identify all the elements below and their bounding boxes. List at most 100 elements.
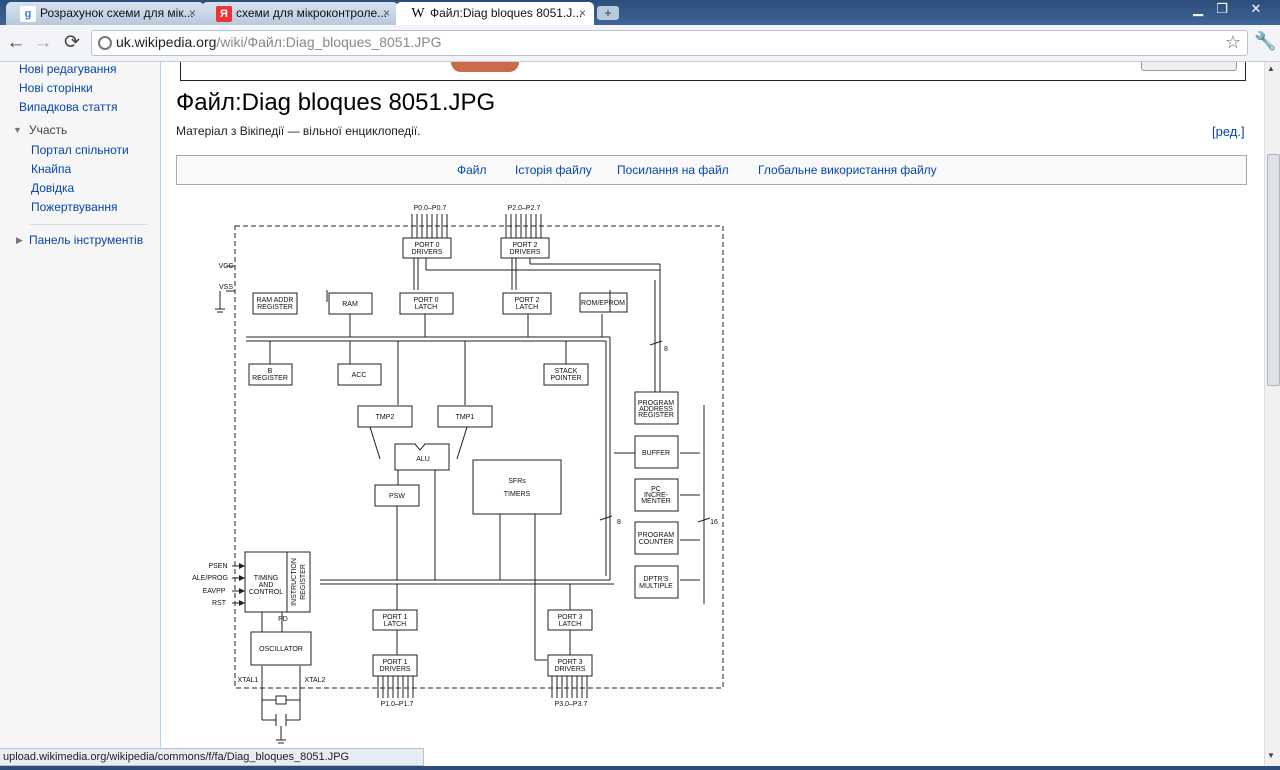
address-bar[interactable]: uk.wikipedia.org/wiki/Файл:Diag_bloques_… (91, 30, 1248, 56)
new-tab-button[interactable]: + (597, 6, 619, 20)
forward-arrow-icon[interactable]: → (33, 32, 53, 53)
buffer-label: BUFFER (642, 450, 670, 457)
sidebar-link-help[interactable]: Довідка (31, 181, 75, 195)
page-scrollbar[interactable]: ▲ ▼ (1264, 62, 1280, 766)
port1-drivers-label-2: DRIVERS (379, 666, 410, 673)
p2-pins-label: P2.0–P2.7 (508, 205, 541, 212)
par-label: PROGRAM (638, 400, 674, 407)
close-tab-icon[interactable]: × (188, 6, 196, 20)
port2-latch-block (502, 292, 552, 315)
port3-latch-label-2: LATCH (559, 621, 581, 628)
port3-drivers-block (547, 654, 593, 677)
port2-drivers-block (500, 237, 550, 259)
port3-pins (551, 676, 588, 698)
port1-latch-label-2: LATCH (384, 621, 406, 628)
b-register-label: B (268, 368, 273, 375)
b-register-label-2: REGISTER (252, 375, 288, 382)
tab-title: схеми для мікроконтроле... (236, 6, 388, 20)
pc-incrementer-block (634, 478, 679, 512)
block-diagram-image[interactable]: P0.0–P0.7 P2.0–P2.7 PORT 0 DRIVERS PORT … (190, 200, 730, 750)
ram-label: RAM (342, 301, 358, 308)
timing-label-3: CONTROL (249, 589, 283, 596)
ram-addr-register-block (252, 292, 298, 315)
reload-icon[interactable]: ⟳ (64, 32, 80, 53)
p1-pins-label: P1.0–P1.7 (381, 701, 414, 708)
sidebar-section-participate[interactable]: Участь (29, 123, 68, 137)
google-favicon-icon: g (20, 6, 36, 22)
stack-pointer-label-2: POINTER (550, 375, 581, 382)
vss-label: VSS (219, 284, 233, 291)
expand-triangle-icon[interactable]: ▼ (13, 125, 22, 135)
psen-label: PSEN (208, 563, 227, 570)
pc-inc-label-3: MENTER (641, 498, 671, 505)
yandex-favicon-icon: Я (216, 6, 232, 22)
stack-pointer-block (543, 363, 589, 386)
sidebar-link-donate[interactable]: Пожертвування (31, 200, 118, 214)
tab-file-history[interactable]: Історія файлу (515, 163, 592, 177)
file-tabs-bar: Файл Історія файлу Посилання на файл Гло… (176, 155, 1247, 185)
program-address-register-block (634, 391, 679, 425)
sidebar-link-random-article[interactable]: Випадкова стаття (19, 100, 118, 114)
collapsed-triangle-icon[interactable]: ▶ (16, 235, 23, 245)
browser-tab-2[interactable]: Я схеми для мікроконтроле... × (202, 2, 398, 25)
tab-global-usage[interactable]: Глобальне використання файлу (758, 163, 937, 177)
sidebar-link-community-portal[interactable]: Портал спільноти (31, 143, 129, 157)
xtal2-label: XTAL2 (305, 677, 326, 684)
p0-pins-label: P0.0–P0.7 (414, 205, 447, 212)
port1-latch-label: PORT 1 (382, 614, 407, 621)
port1-latch-block (372, 609, 418, 631)
scroll-down-arrow-icon[interactable]: ▼ (1267, 751, 1275, 760)
close-tab-icon[interactable]: × (578, 6, 586, 20)
pc-inc-label: PC (651, 486, 661, 493)
port0-pins (411, 214, 448, 238)
sidebar-link-new-pages[interactable]: Нові сторінки (19, 81, 93, 95)
acc-label: ACC (352, 372, 367, 379)
minimize-icon[interactable]: ▁ (1193, 1, 1203, 16)
tab-title: Файл:Diag bloques 8051.J... (430, 6, 583, 20)
alu-label: ALU (416, 456, 430, 463)
tab-file-usage[interactable]: Посилання на файл (617, 163, 729, 177)
edit-link[interactable]: [ред.] (1212, 124, 1245, 139)
taskbar-edge (0, 766, 1280, 770)
ram-block (328, 292, 373, 315)
tab-title: Розрахунок схеми для мік... (40, 6, 194, 20)
maximize-icon[interactable]: ❐ (1216, 1, 1228, 16)
browser-tab-3-active[interactable]: W Файл:Diag bloques 8051.J... × (396, 2, 594, 26)
port1-drivers-block (372, 654, 418, 677)
banner-image (451, 62, 519, 72)
scrollbar-thumb[interactable] (1267, 154, 1280, 386)
xtal1-label: XTAL1 (238, 677, 259, 684)
close-tab-icon[interactable]: × (382, 6, 390, 20)
page-title: Файл:Diag bloques 8051.JPG (176, 89, 496, 116)
scroll-up-arrow-icon[interactable]: ▲ (1267, 64, 1275, 73)
tab-file[interactable]: Файл (457, 163, 487, 177)
banner-button[interactable] (1141, 62, 1237, 71)
bus-width-8-label: 8 (664, 346, 668, 353)
bookmark-star-icon[interactable]: ☆ (1224, 32, 1241, 52)
bus-width-16-label: 16 (710, 519, 718, 526)
pc-inc-label-2: INCRE- (644, 492, 669, 499)
ale-prog-label: ALE/PROG (192, 575, 228, 582)
url-domain: uk.wikipedia.org (116, 34, 217, 50)
url-path: /wiki/Файл:Diag_bloques_8051.JPG (216, 34, 442, 50)
wiki-sidebar: Нові редагування Нові сторінки Випадкова… (0, 62, 161, 770)
sidebar-section-toolbox[interactable]: Панель інструментів (29, 233, 144, 247)
sidebar-link-village-pump[interactable]: Кнайпа (31, 162, 72, 176)
close-window-icon[interactable]: ✕ (1250, 1, 1262, 16)
back-arrow-icon[interactable]: ← (6, 32, 26, 53)
port0-drivers-label: PORT 0 (414, 242, 439, 249)
address-url[interactable]: uk.wikipedia.org/wiki/Файл:Diag_bloques_… (116, 34, 441, 50)
psw-block (374, 484, 420, 507)
sidebar-link-recent-changes[interactable]: Нові редагування (19, 62, 117, 76)
instruction-label: INSTRUCTION (291, 558, 298, 606)
wrench-menu-icon[interactable]: 🔧 (1254, 31, 1277, 51)
tmp2-label: TMP2 (376, 414, 395, 421)
fundraising-banner[interactable] (180, 62, 1246, 81)
alu-block (394, 443, 450, 471)
register-label: REGISTER (300, 564, 307, 600)
browser-tab-1[interactable]: g Розрахунок схеми для мік... × (6, 2, 204, 25)
tmp2-block (357, 405, 413, 428)
program-counter-label-2: COUNTER (639, 539, 674, 546)
port2-latch-label-2: LATCH (516, 304, 538, 311)
page-tagline: Матеріал з Вікіпедії — вільної енциклопе… (176, 124, 421, 138)
